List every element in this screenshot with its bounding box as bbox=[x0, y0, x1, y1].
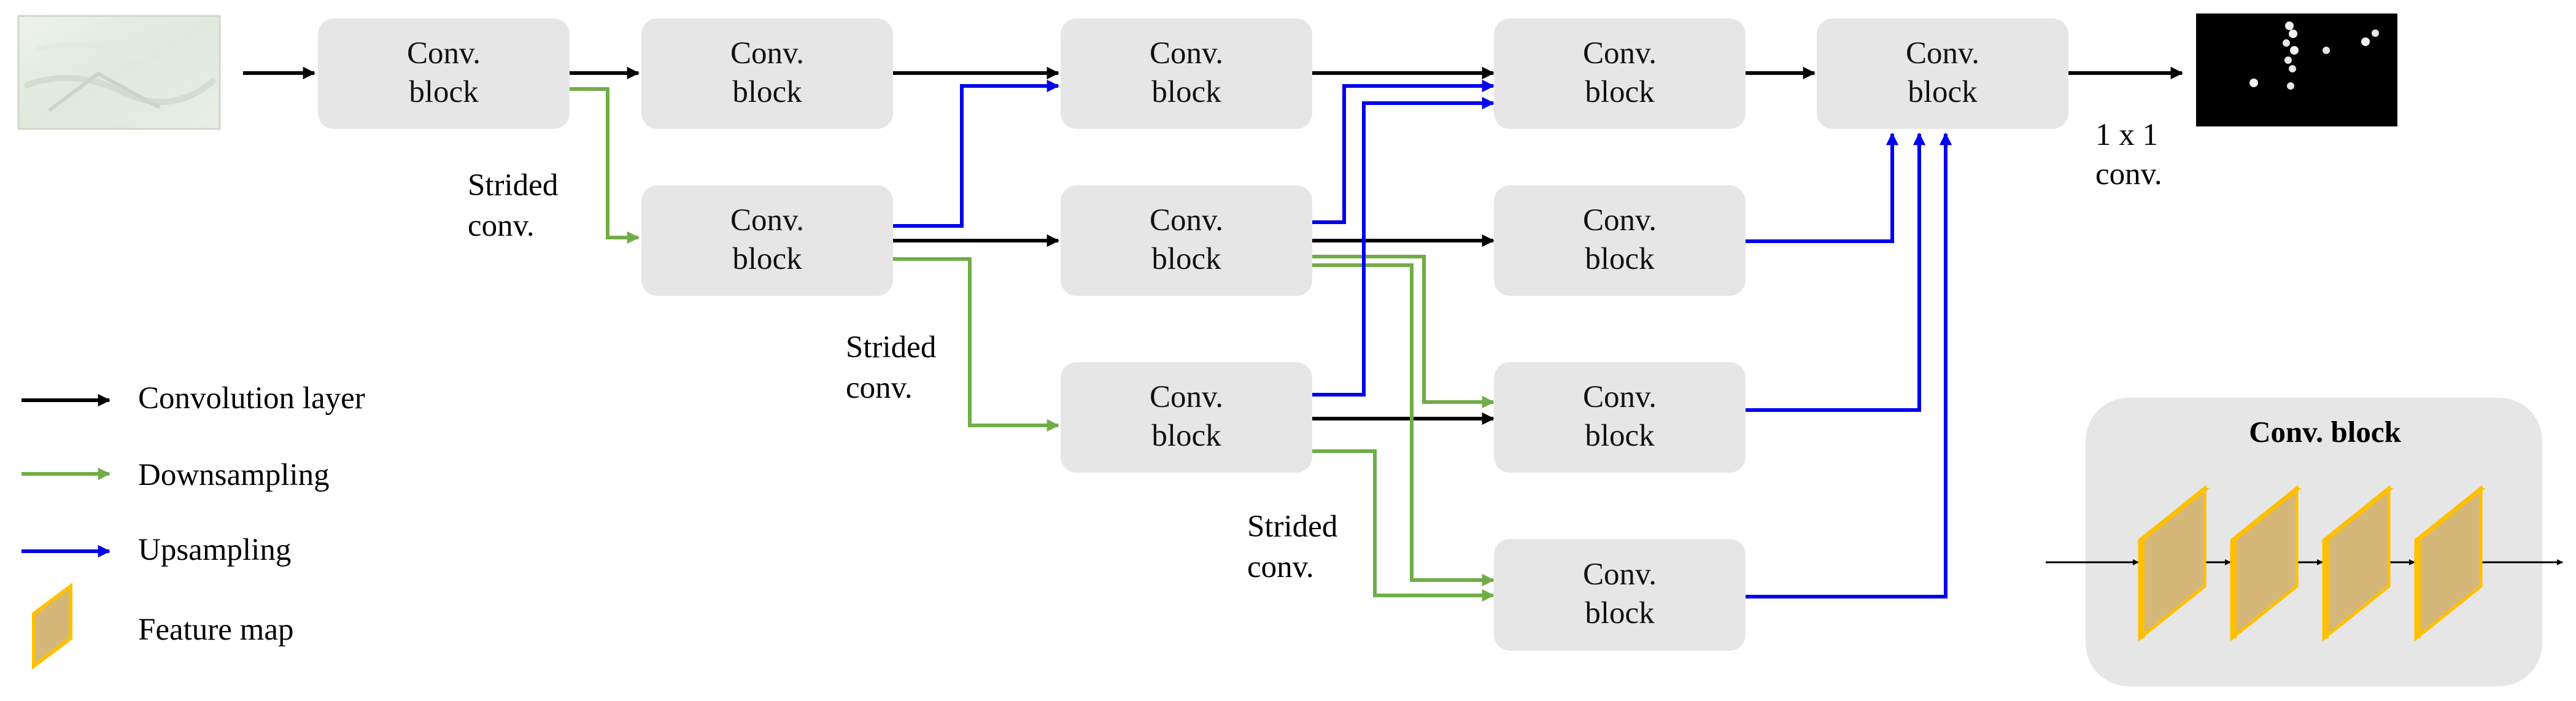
svg-text:conv.: conv. bbox=[846, 371, 913, 405]
strided-conv-label-2: Strided conv. bbox=[846, 330, 936, 405]
conv-block-8: Conv. block bbox=[1494, 185, 1746, 296]
svg-text:block: block bbox=[1908, 75, 1978, 109]
conv-block-11: Conv. block bbox=[1494, 539, 1746, 651]
svg-text:block: block bbox=[1585, 242, 1655, 276]
conv-block-7: Conv. block bbox=[1061, 185, 1312, 296]
output-heatmap bbox=[2196, 14, 2397, 126]
svg-text:block: block bbox=[1585, 419, 1655, 453]
feature-map-3 bbox=[2322, 484, 2394, 642]
svg-text:Conv.: Conv. bbox=[407, 36, 481, 71]
svg-text:Conv.: Conv. bbox=[1583, 36, 1657, 71]
svg-text:conv.: conv. bbox=[1247, 550, 1314, 584]
svg-text:Conv.: Conv. bbox=[1583, 380, 1657, 414]
svg-text:block: block bbox=[1585, 596, 1655, 630]
feature-map-icon bbox=[32, 583, 72, 670]
conv-block-3: Conv. block bbox=[1061, 18, 1312, 129]
conv-block-9: Conv. block bbox=[1061, 362, 1312, 473]
svg-text:block: block bbox=[1151, 242, 1221, 276]
svg-text:block: block bbox=[1151, 419, 1221, 453]
svg-text:Conv.: Conv. bbox=[1150, 380, 1223, 414]
feature-map-1 bbox=[2138, 484, 2210, 642]
svg-text:Conv.: Conv. bbox=[1583, 557, 1657, 592]
svg-text:Conv.: Conv. bbox=[1150, 36, 1223, 71]
legend-feature-map: Feature map bbox=[32, 583, 293, 670]
legend-convolution: Convolution layer bbox=[21, 381, 365, 416]
one-by-one-conv-label: 1 x 1 conv. bbox=[2095, 118, 2162, 192]
feature-map-4 bbox=[2414, 484, 2486, 642]
svg-text:Downsampling: Downsampling bbox=[138, 458, 330, 492]
svg-text:Conv.: Conv. bbox=[1150, 203, 1223, 238]
svg-text:Upsampling: Upsampling bbox=[138, 533, 291, 567]
svg-text:Conv.: Conv. bbox=[730, 203, 804, 238]
upsampling-arrows bbox=[893, 79, 1952, 598]
conv-block-5: Conv. block bbox=[1817, 18, 2068, 129]
conv-block-1: Conv. block bbox=[318, 18, 570, 129]
conv-block-2: Conv. block bbox=[641, 18, 893, 129]
conv-block-6: Conv. block bbox=[641, 185, 893, 296]
strided-conv-label-3: Strided conv. bbox=[1247, 509, 1337, 584]
conv-block-4: Conv. block bbox=[1494, 18, 1746, 129]
svg-text:Strided: Strided bbox=[468, 168, 558, 203]
svg-text:Strided: Strided bbox=[1247, 509, 1337, 544]
svg-text:block: block bbox=[1585, 75, 1655, 109]
svg-text:block: block bbox=[1151, 75, 1221, 109]
legend: Convolution layer Downsampling Upsamplin… bbox=[21, 381, 365, 670]
svg-text:conv.: conv. bbox=[468, 209, 535, 243]
legend-upsampling: Upsampling bbox=[21, 533, 291, 567]
svg-text:1 x 1: 1 x 1 bbox=[2095, 118, 2158, 152]
svg-text:Conv. block: Conv. block bbox=[2249, 415, 2402, 449]
svg-text:Conv.: Conv. bbox=[730, 36, 804, 71]
input-image bbox=[17, 15, 221, 130]
legend-downsampling: Downsampling bbox=[21, 458, 330, 492]
convolution-arrows bbox=[243, 66, 2184, 425]
svg-text:Conv.: Conv. bbox=[1583, 203, 1657, 238]
svg-text:Feature map: Feature map bbox=[138, 613, 293, 647]
strided-conv-label-1: Strided conv. bbox=[468, 168, 558, 243]
conv-block-inset: Conv. block bbox=[2046, 398, 2564, 686]
svg-text:conv.: conv. bbox=[2095, 157, 2162, 192]
feature-map-2 bbox=[2230, 484, 2302, 642]
downsampling-arrows bbox=[570, 87, 1495, 602]
svg-text:Strided: Strided bbox=[846, 330, 936, 365]
conv-block-10: Conv. block bbox=[1494, 362, 1746, 473]
svg-text:block: block bbox=[732, 242, 802, 276]
svg-text:block: block bbox=[409, 75, 479, 109]
svg-text:Convolution layer: Convolution layer bbox=[138, 381, 365, 416]
svg-text:block: block bbox=[732, 75, 802, 109]
svg-text:Conv.: Conv. bbox=[1906, 36, 1979, 71]
